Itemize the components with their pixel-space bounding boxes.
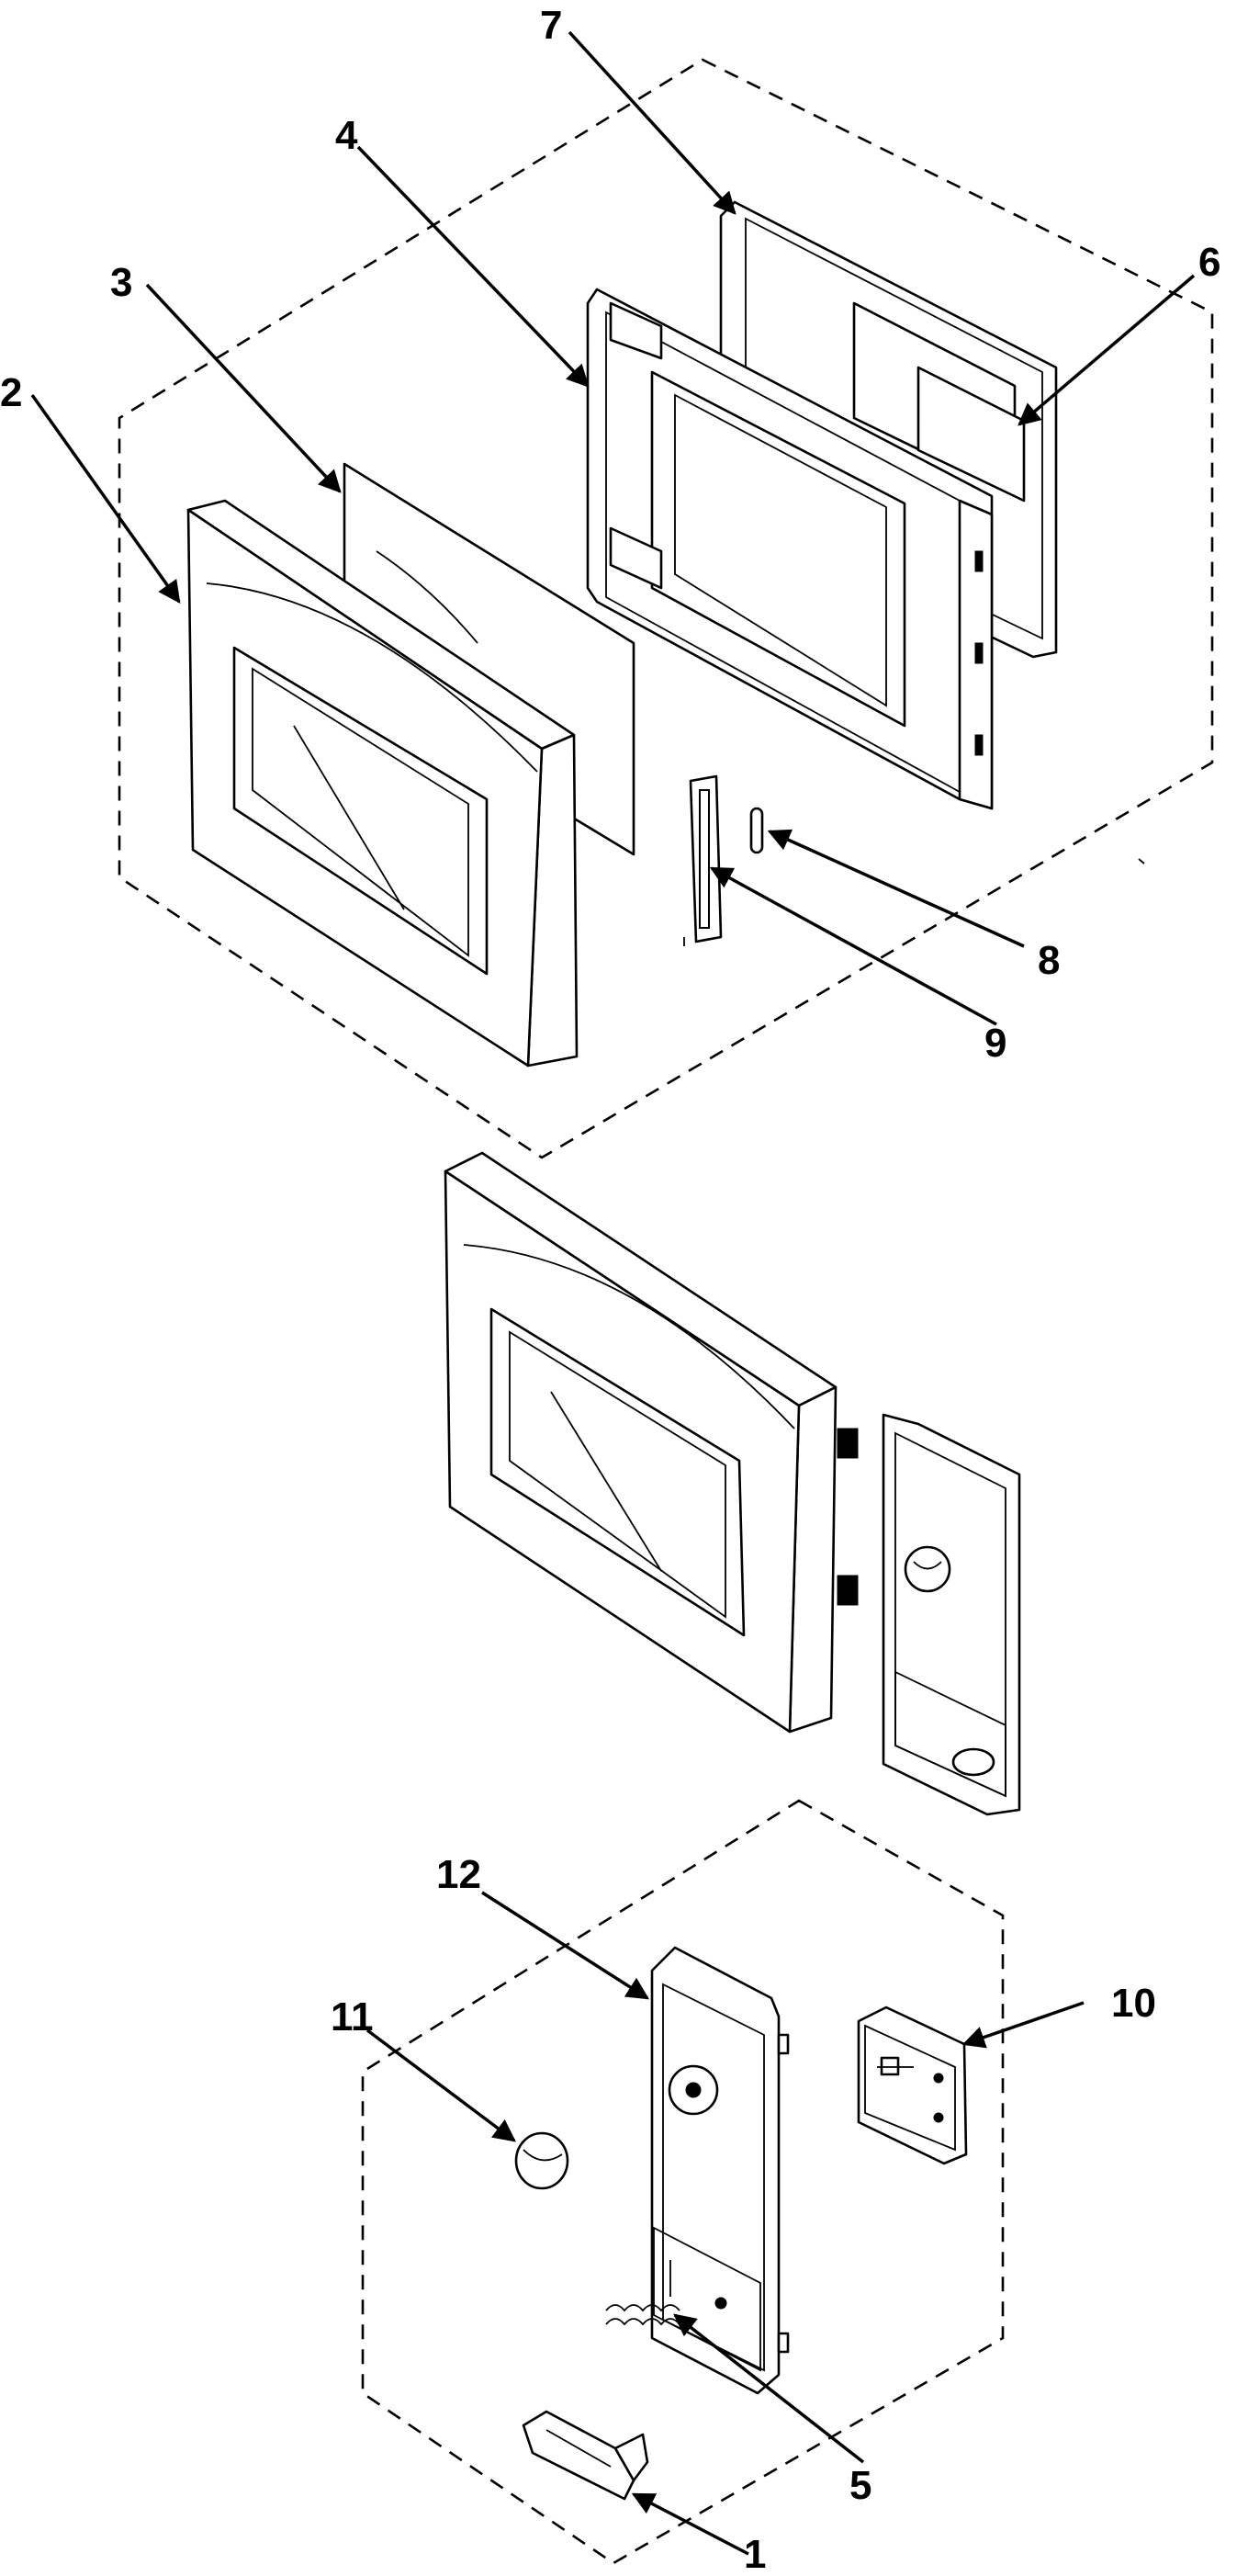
- leader-2: [30, 393, 181, 604]
- assembled-door: [444, 1151, 859, 1734]
- callout-3: 3: [110, 260, 132, 305]
- callout-12: 12: [436, 1852, 481, 1897]
- leader-5: [673, 2313, 865, 2464]
- leader-10: [961, 2001, 1085, 2049]
- part-6-label: [916, 366, 1026, 503]
- leader-3: [145, 283, 342, 493]
- part-2-door-frame: [186, 499, 579, 1068]
- callout-8: 8: [1038, 938, 1060, 983]
- leader-4: [356, 145, 590, 388]
- callout-5: 5: [849, 2463, 871, 2508]
- upper-assembly-boundary: [118, 58, 1214, 1159]
- part-10-timer: [857, 2005, 968, 2165]
- callout-6: 6: [1198, 240, 1220, 285]
- part-1-push-button: [522, 2410, 649, 2501]
- callout-4: 4: [335, 113, 358, 158]
- callout-10: 10: [1111, 1981, 1156, 2026]
- part-9-latch-hook: [683, 774, 723, 946]
- part-11-knob: [514, 2131, 569, 2190]
- part-4-inner-door: [586, 288, 994, 810]
- callout-9: 9: [984, 1021, 1006, 1066]
- leader-8: [767, 829, 1025, 948]
- part-8-pin: [749, 807, 764, 854]
- leader-9: [709, 866, 997, 1026]
- callout-7: 7: [540, 3, 562, 48]
- leader-11: [365, 2028, 516, 2142]
- leader-12: [481, 1891, 650, 2000]
- leader-1: [631, 2492, 749, 2556]
- stray-mark: [1138, 858, 1145, 864]
- lower-assembly-boundary: [361, 1799, 1005, 2565]
- assembled-control-panel: [882, 1413, 1021, 1816]
- leader-7: [568, 30, 736, 215]
- callout-11: 11: [331, 1994, 374, 2039]
- leader-6: [1018, 274, 1196, 426]
- part-5-spring: [605, 2304, 680, 2326]
- part-12-control-panel: [650, 1946, 790, 2395]
- callout-1: 1: [744, 2532, 766, 2576]
- callout-2: 2: [0, 370, 22, 415]
